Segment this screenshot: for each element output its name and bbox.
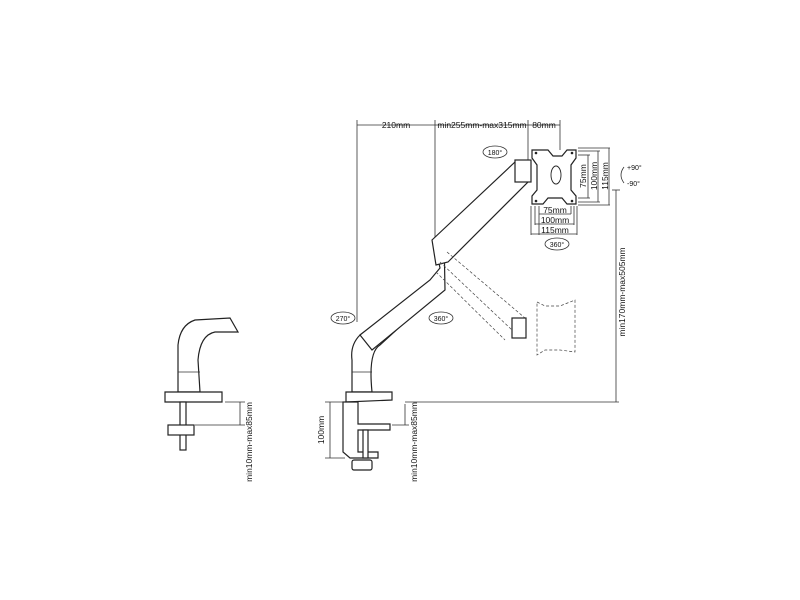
vesa-v100: 100mm bbox=[589, 162, 599, 190]
vesa-dimension-lines bbox=[530, 147, 610, 235]
vesa-v75: 75mm bbox=[578, 164, 588, 188]
tilt-arc-icon bbox=[620, 166, 625, 184]
vesa-v115: 115mm bbox=[600, 162, 610, 190]
clamp-dimension-lines bbox=[325, 401, 409, 459]
rotation-ellipse-360-plate bbox=[544, 237, 570, 251]
vesa-h115: 115mm bbox=[541, 225, 569, 235]
side-view-base bbox=[164, 317, 245, 451]
tilt-up: +90° bbox=[627, 164, 642, 172]
monitor-arm bbox=[342, 159, 576, 471]
dim-reach-base: 210mm bbox=[382, 120, 410, 130]
rotation-base: 270° bbox=[336, 315, 351, 323]
dim-reach-head: 80mm bbox=[532, 120, 556, 130]
dim-desk-thickness-main: min10mm-max85mm bbox=[409, 402, 419, 482]
rotation-plate: 360° bbox=[550, 241, 565, 249]
height-dimension-line bbox=[405, 189, 620, 403]
rotation-ellipse-270 bbox=[330, 311, 356, 325]
dim-reach-arm: min255mm-max315mm bbox=[437, 120, 526, 130]
vesa-plate bbox=[531, 149, 577, 205]
top-dimension-line bbox=[356, 120, 561, 322]
vesa-h75: 75mm bbox=[543, 205, 567, 215]
dim-clamp-height: 100mm bbox=[316, 416, 326, 444]
tilt-down: -90° bbox=[627, 180, 640, 188]
vesa-h100: 100mm bbox=[541, 215, 569, 225]
rotation-arm: 360° bbox=[434, 315, 449, 323]
rotation-ellipse-360-arm bbox=[428, 311, 454, 325]
rotation-head-swivel: 180° bbox=[488, 149, 503, 157]
rotation-ellipse-180 bbox=[482, 145, 508, 159]
dim-height-range: min170mm-max505mm bbox=[617, 247, 627, 336]
dim-desk-thickness-side: min10mm-max85mm bbox=[244, 402, 254, 482]
